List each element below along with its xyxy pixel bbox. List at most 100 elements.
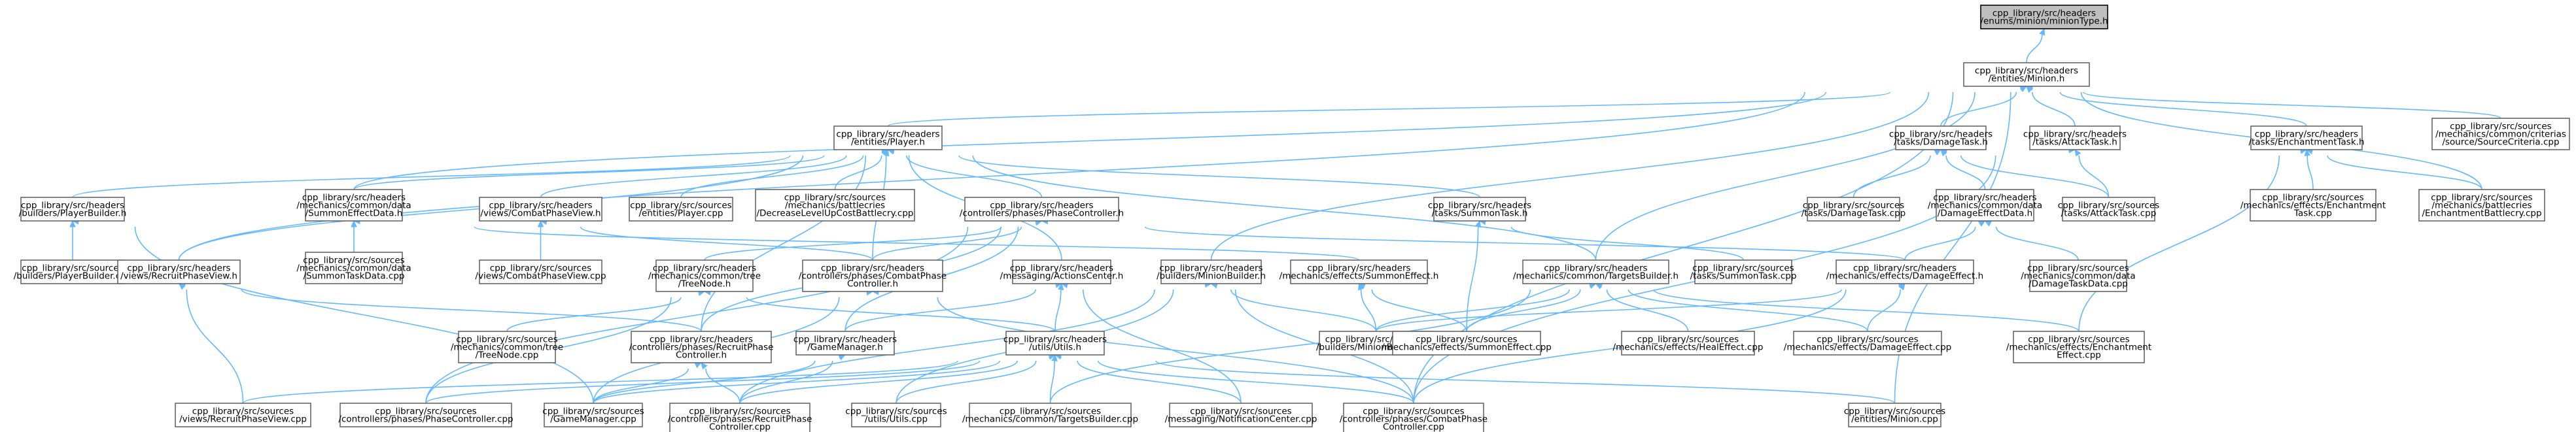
- node-sourceCriteria-cpp[interactable]: cpp_library/src/sources/mechanics/common…: [2431, 118, 2570, 150]
- node-gameManager-cpp[interactable]: cpp_library/src/sources/GameManager.cpp: [542, 403, 644, 427]
- node-summonEffect-cpp[interactable]: cpp_library/src/sources/mechanics/effect…: [1382, 331, 1552, 356]
- node-box: [2062, 197, 2155, 222]
- node-label-line: /entities/Minion.h: [1989, 74, 2065, 84]
- node-label-line: cpp_library/src/headers: [1307, 263, 1410, 274]
- node-damageEffect-h[interactable]: cpp_library/src/headers/mechanics/effect…: [1826, 259, 1983, 284]
- node-recruitPhaseController-cpp[interactable]: cpp_library/src/sources/controllers/phas…: [668, 403, 812, 432]
- node-damageTaskData-cpp[interactable]: cpp_library/src/sources/mechanics/common…: [2021, 259, 2136, 292]
- node-combatPhaseController-cpp[interactable]: cpp_library/src/sources/controllers/phas…: [1340, 403, 1488, 432]
- node-notificationCenter-cpp[interactable]: cpp_library/src/sources/messaging/Notifi…: [1165, 403, 1317, 427]
- node-phaseController-cpp[interactable]: cpp_library/src/sources/controllers/phas…: [338, 403, 513, 427]
- node-enchantEffect-cpp[interactable]: cpp_library/src/sources/mechanics/effect…: [2006, 331, 2151, 363]
- edge-line: [1466, 226, 1479, 332]
- node-healEffect-cpp[interactable]: cpp_library/src/sources/mechanics/effect…: [1613, 331, 1764, 356]
- edge-targetsBuilder-cpp-to-utils-h: [1049, 354, 1058, 404]
- node-summonEffect-h[interactable]: cpp_library/src/headers/mechanics/effect…: [1279, 259, 1439, 284]
- node-label-line: cpp_library/src/sources: [375, 407, 476, 417]
- node-targetsBuilder-h[interactable]: cpp_library/src/headers/mechanics/common…: [1513, 259, 1679, 284]
- node-gameManager-h[interactable]: cpp_library/src/headers/GameManager.h: [793, 331, 897, 356]
- edge-line: [896, 360, 1037, 404]
- edge-minionBuilder-cpp-to-summonEffect-h: [1358, 282, 1377, 332]
- edge-line: [1077, 360, 1242, 404]
- edge-line: [680, 155, 864, 198]
- node-label-line: /mechanics/effects/HealEffect.cpp: [1613, 342, 1764, 353]
- node-summonTask-cpp[interactable]: cpp_library/src/sources/tasks/SummonTask…: [1690, 259, 1797, 284]
- edge-line: [701, 155, 867, 332]
- node-label-line: /mechanics/common/TargetsBuilder.cpp: [962, 414, 1138, 425]
- node-box: [305, 189, 403, 222]
- node-targetsBuilder-cpp[interactable]: cpp_library/src/sources/mechanics/common…: [962, 403, 1138, 427]
- node-label-line: /GameManager.h: [807, 342, 883, 353]
- node-damageEffectData-h[interactable]: cpp_library/src/headers/mechanics/common…: [1928, 189, 2042, 222]
- node-damageTask-h[interactable]: cpp_library/src/headers/tasks/DamageTask…: [1889, 125, 1993, 150]
- edge-line: [1054, 289, 1062, 332]
- node-phaseController-h[interactable]: cpp_library/src/headers/controllers/phas…: [960, 197, 1124, 222]
- node-enchantTask-h[interactable]: cpp_library/src/headers/tasks/Enchantmen…: [2248, 125, 2365, 150]
- node-damageTask-cpp[interactable]: cpp_library/src/sources/tasks/DamageTask…: [1801, 197, 1906, 222]
- edge-line: [1653, 289, 2080, 332]
- node-attackTask-cpp[interactable]: cpp_library/src/sources/tasks/AttackTask…: [2058, 197, 2159, 222]
- node-combatPhaseController-h[interactable]: cpp_library/src/headers/controllers/phas…: [799, 259, 947, 292]
- node-label-line: /mechanics/common/data: [296, 263, 411, 274]
- node-label-line: cpp_library/src/headers: [1889, 129, 1993, 140]
- edge-targetsBuilder-h-to-minion-h: [1595, 84, 2028, 261]
- node-label-line: /controllers/phases/RecruitPhase: [629, 342, 774, 353]
- edge-line: [1155, 360, 1896, 404]
- node-recruitPhaseController-h[interactable]: cpp_library/src/headers/controllers/phas…: [629, 331, 774, 363]
- node-label-line: cpp_library/src/headers: [1159, 263, 1262, 274]
- edge-line: [937, 297, 1414, 404]
- node-damageEffect-cpp[interactable]: cpp_library/src/sources/mechanics/effect…: [1784, 331, 1951, 356]
- edge-minionBuilder-cpp-to-damageEffect-h: [1375, 281, 1906, 332]
- edge-arrowhead: [701, 362, 708, 370]
- node-box: [175, 403, 311, 427]
- node-combatPhaseView-h[interactable]: cpp_library/src/headers/views/CombatPhas…: [479, 197, 602, 222]
- node-player-cpp[interactable]: cpp_library/src/sources/entities/Player.…: [629, 197, 733, 222]
- node-actionsCenter-h[interactable]: cpp_library/src/headers/messaging/Action…: [1000, 259, 1124, 284]
- node-label-line: cpp_library/src/sources: [1844, 407, 1945, 417]
- node-playerBuilder-h[interactable]: cpp_library/src/headers/builders/PlayerB…: [19, 197, 127, 222]
- node-utils-h[interactable]: cpp_library/src/headers/utils/Utils.h: [1003, 331, 1107, 356]
- node-label-line: /tasks/SummonTask.cpp: [1690, 271, 1797, 282]
- node-summonTask-h[interactable]: cpp_library/src/headers/tasks/SummonTask…: [1428, 197, 1531, 222]
- edge-line: [972, 155, 1597, 261]
- edge-line: [1960, 155, 2110, 198]
- node-minionBuilder-h[interactable]: cpp_library/src/headers/builders/MinionB…: [1157, 259, 1266, 284]
- node-label-line: cpp_library/src/sources: [456, 335, 557, 345]
- node-label-line: /mechanics/battlecries: [785, 201, 885, 211]
- node-combatPhaseView-cpp[interactable]: cpp_library/src/sources/views/CombatPhas…: [475, 259, 606, 284]
- node-treeNode-h[interactable]: cpp_library/src/headers/mechanics/common…: [648, 259, 761, 292]
- edge-line: [1595, 91, 1976, 261]
- node-decreaseLevel-cpp[interactable]: cpp_library/src/sources/mechanics/battle…: [755, 189, 915, 222]
- node-summonEffectData-h[interactable]: cpp_library/src/headers/mechanics/common…: [296, 189, 411, 222]
- edge-player-h-to-minion-h: [887, 83, 2028, 127]
- node-attackTask-h[interactable]: cpp_library/src/headers/tasks/AttackTask…: [2023, 125, 2127, 150]
- node-label-line: /views/CombatPhaseView.cpp: [475, 271, 606, 282]
- edge-damageEffect-cpp-to-targetsBuilder-h: [1595, 281, 1868, 332]
- edge-combatPhaseController-h-to-phaseController-h: [872, 220, 1043, 261]
- node-recruitPhaseView-cpp[interactable]: cpp_library/src/sources/views/RecruitPha…: [175, 403, 311, 427]
- edge-line: [746, 297, 1056, 332]
- node-utils-cpp[interactable]: cpp_library/src/sources/utils/Utils.cpp: [845, 403, 947, 427]
- node-enchantTask-cpp[interactable]: cpp_library/src/sources/mechanics/effect…: [2240, 189, 2386, 222]
- node-box: [669, 403, 810, 432]
- node-box: [964, 197, 1119, 222]
- node-label-line: cpp_library/src/sources: [490, 263, 591, 274]
- node-recruitPhaseView-h[interactable]: cpp_library/src/headers/views/RecruitPha…: [117, 259, 241, 284]
- node-player-h[interactable]: cpp_library/src/headers/entities/Player.…: [833, 125, 943, 150]
- node-minion-cpp[interactable]: cpp_library/src/sources/entities/Minion.…: [1844, 403, 1945, 427]
- node-playerBuilder-cpp[interactable]: cpp_library/src/sources/builders/PlayerB…: [14, 259, 132, 284]
- edge-line: [905, 155, 1043, 198]
- edge-line: [958, 155, 1480, 198]
- node-label-line: cpp_library/src/headers: [1933, 193, 2036, 203]
- node-box: [1895, 125, 1987, 150]
- node-enchantBattlecry-cpp[interactable]: cpp_library/src/sources/mechanics/battle…: [2418, 189, 2545, 222]
- node-minion-h[interactable]: cpp_library/src/headers/entities/Minion.…: [1963, 62, 2090, 87]
- node-label-line: cpp_library/src/headers: [793, 335, 897, 345]
- edge-line: [1097, 360, 1414, 404]
- edge-line: [1145, 226, 1906, 261]
- node-summonTaskData-cpp[interactable]: cpp_library/src/sources/mechanics/common…: [296, 252, 411, 284]
- node-box: [479, 259, 602, 284]
- edge-combatPhaseView-cpp-to-combatPhaseView-h: [537, 220, 544, 260]
- node-treeNode-cpp[interactable]: cpp_library/src/sources/mechanics/common…: [451, 331, 563, 363]
- edge-line: [739, 360, 833, 404]
